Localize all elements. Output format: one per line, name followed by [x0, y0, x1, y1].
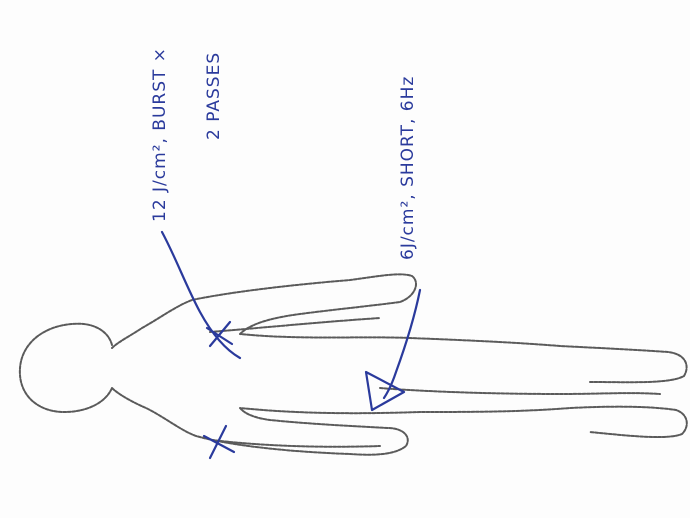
inner-arm-outline: [210, 318, 380, 332]
leader-line-lower: [384, 290, 420, 398]
lower-body-outline: [112, 388, 687, 455]
leg-separation-outline: [380, 388, 660, 394]
inner-arm-outline: [212, 440, 380, 447]
triangle-mark: [366, 372, 404, 410]
body-outline: [20, 274, 687, 454]
annotation-lower-line-1: 6J/cm², SHORT, 6Hz: [398, 76, 418, 260]
annotation-upper-line-2: 2 PASSES: [204, 52, 224, 140]
leader-line-upper: [162, 232, 240, 358]
x-mark-shoulder-1: [207, 322, 232, 346]
ink-markings: [162, 232, 420, 458]
head-outline: [20, 324, 112, 412]
annotation-upper-line-1: 12 J/cm², BURST ×: [150, 47, 170, 222]
